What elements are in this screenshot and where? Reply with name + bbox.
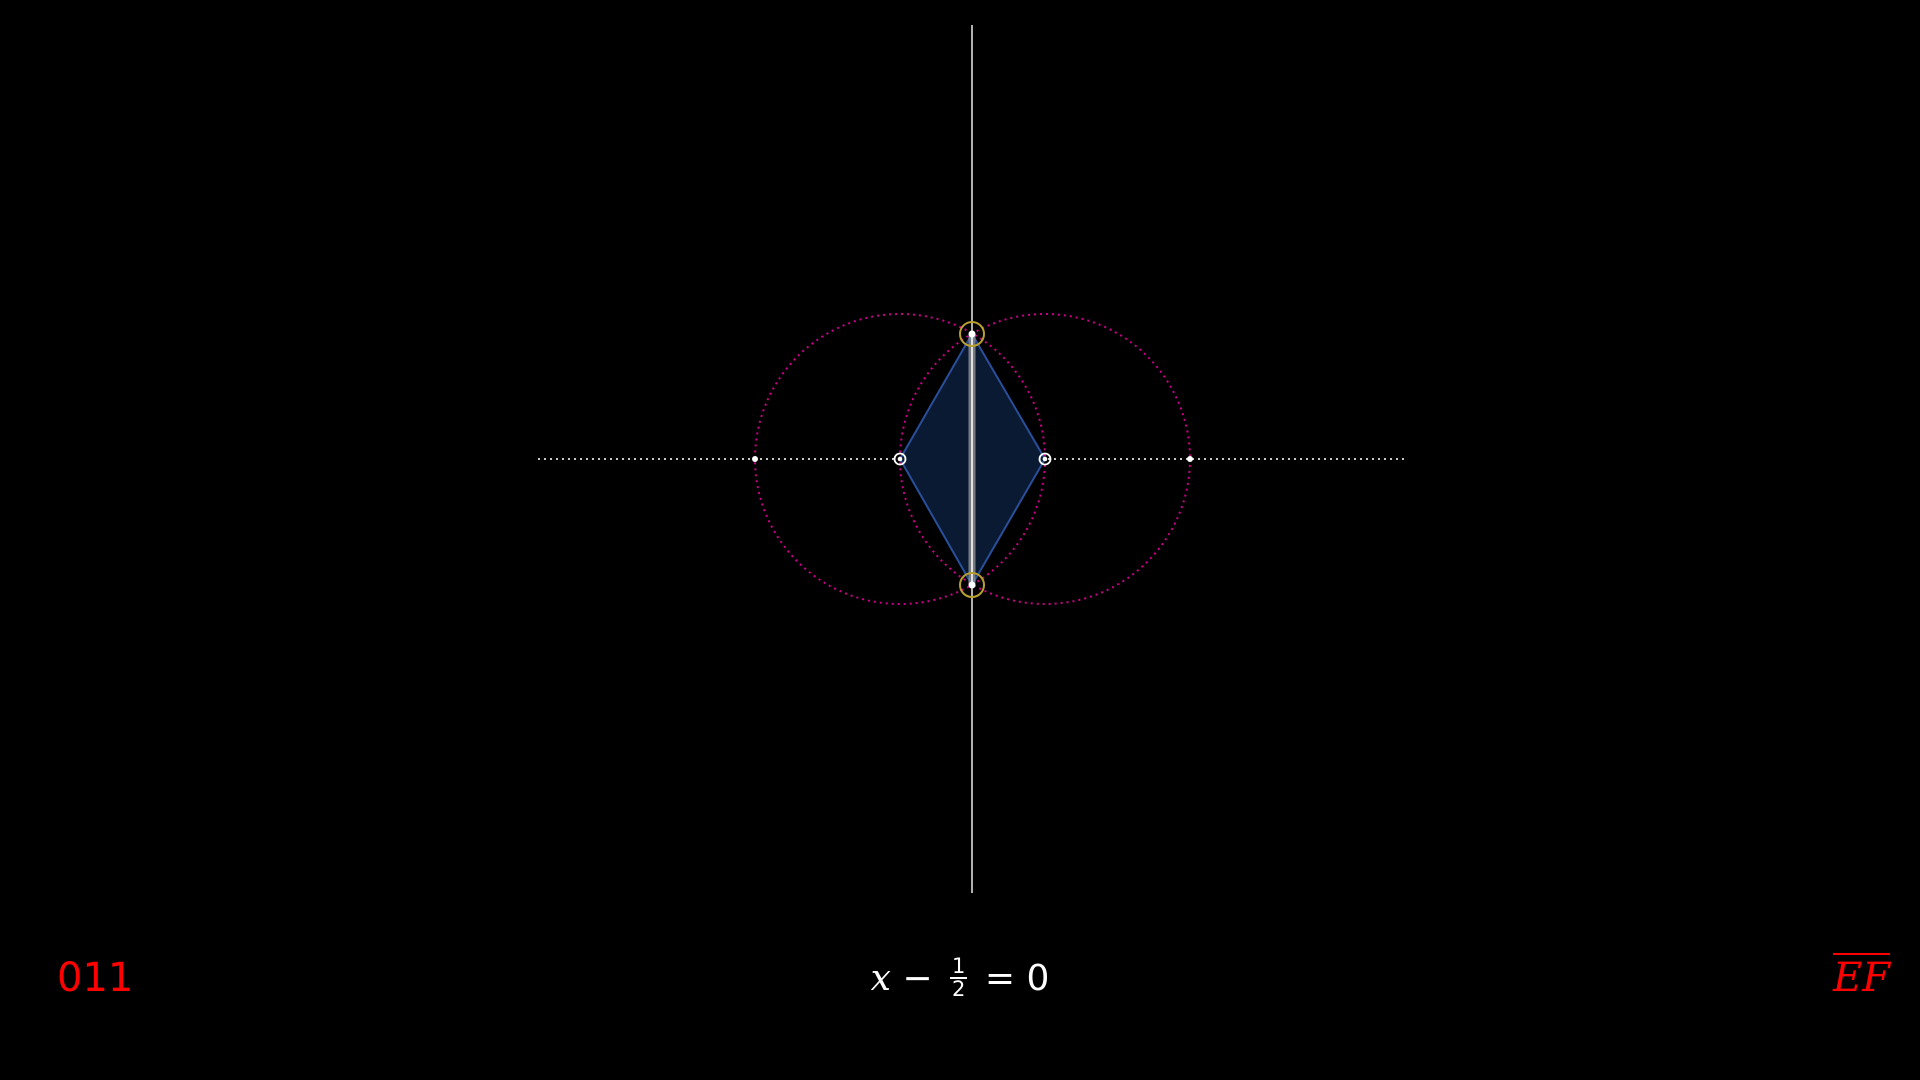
equation-rhs: 0	[1026, 958, 1050, 999]
frame-number: 011	[57, 955, 134, 1001]
point-left-outer	[752, 456, 758, 462]
equation-numerator: 1	[950, 954, 968, 979]
point-left-center	[893, 452, 907, 466]
equation-fraction: 1 2	[950, 954, 968, 1001]
point-right-outer	[1187, 456, 1193, 462]
intersection-point-top	[959, 321, 985, 347]
equation-equals: =	[984, 958, 1016, 999]
segment-label: EF	[1833, 955, 1890, 1001]
equation: x − 1 2 = 0	[0, 954, 1920, 1002]
equation-variable: x	[870, 958, 891, 999]
point-right-center	[1038, 452, 1052, 466]
intersection-point-bottom	[959, 572, 985, 598]
equation-minus: −	[902, 958, 933, 999]
equation-denominator: 2	[952, 977, 966, 1001]
